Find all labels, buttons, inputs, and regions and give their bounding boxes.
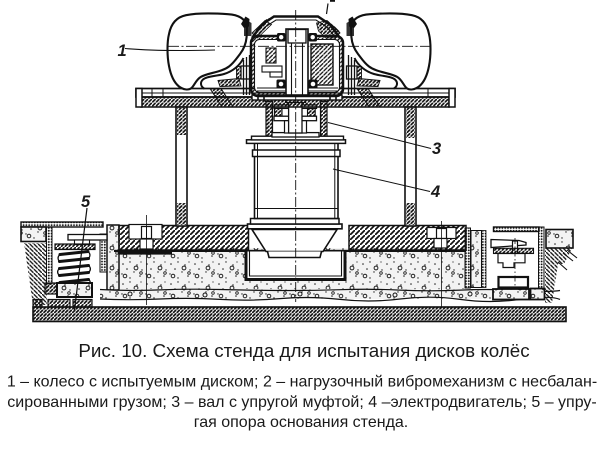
svg-text:1 – колесо с испытуемым диском: 1 – колесо с испытуемым диском; 2 – нагр… <box>7 373 597 390</box>
svg-text:Рис. 10. Схема стенда для испы: Рис. 10. Схема стенда для испытания диск… <box>78 340 529 361</box>
svg-text:5: 5 <box>81 193 91 211</box>
svg-text:4: 4 <box>430 183 440 201</box>
svg-text:сированными грузом; 3 – вал с: сированными грузом; 3 – вал с упругой му… <box>7 394 597 411</box>
svg-text:гая опора основания стенда.: гая опора основания стенда. <box>194 414 409 431</box>
svg-text:3: 3 <box>432 140 441 158</box>
svg-text:1: 1 <box>118 42 127 60</box>
